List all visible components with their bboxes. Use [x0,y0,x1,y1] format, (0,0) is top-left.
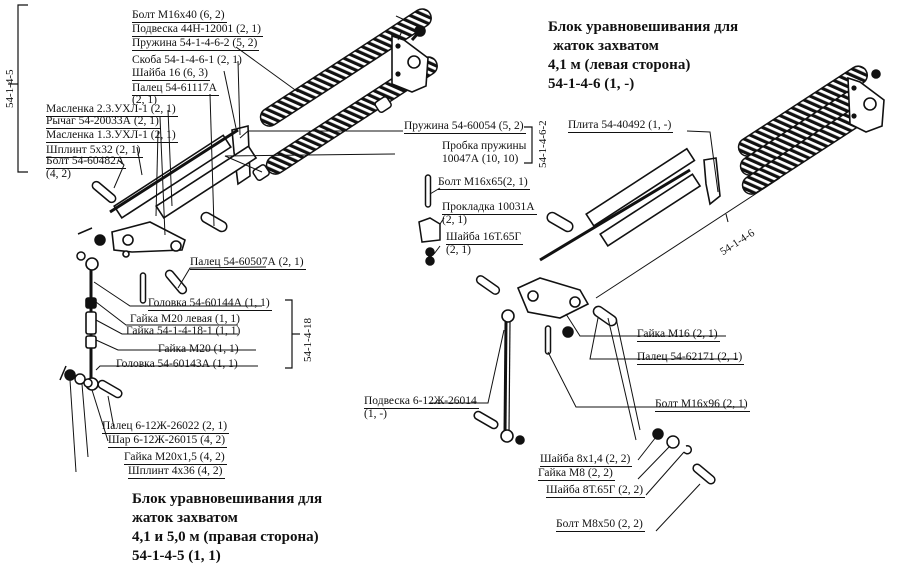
title-line-3: 4,1 м (левая сторона) [548,57,691,73]
label-gaika-m16: Гайка М16 (2, 1) [637,328,720,342]
label-palec-61117a-qty: (2, 1) [132,94,157,106]
suspension-plate-left [391,34,429,93]
plate-54-40492-part [703,157,721,206]
label-gaika-m20: Гайка М20 (1, 1) [158,343,239,355]
label-shplint-4x36: Шплинт 4х36 (4, 2) [128,465,225,479]
turnbuckle-rod [85,257,99,391]
group-label-54-1-4-18: 54-1-4-18 [302,318,314,362]
label-shaiba-16t: Шайба 16Т.65Г [446,231,524,245]
spring-plug-left [252,96,392,181]
label-shplint-5x32: Шплинт 5х32 (2, 1) [46,144,143,158]
label-gaika-m20-levaya: Гайка М20 левая (1, 1) [130,313,240,325]
label-bolt-m16x40: Болт М16х40 (6, 2) [132,9,227,23]
label-rychag: Рычаг 54-20033А (2, 1) [46,115,161,129]
title-line-2: жаток захватом [132,510,238,526]
label-palec-26022: Палец 6-12Ж-26022 (2, 1) [102,420,230,434]
label-podveska-26014-qty: (1, -) [364,408,387,420]
label-podveska-44n-12001: Подвеска 44Н-12001 (2, 1) [132,23,263,37]
label-skoba: Скоба 54-1-4-6-1 (2, 1) [132,54,242,66]
label-palec-61117a: Палец 54-61117А [132,82,219,96]
title-right-side-block: Блок уравновешивания для жаток захватом … [132,490,322,566]
lever-assembly-right [516,147,702,319]
title-line-1: Блок уравновешивания для [548,19,739,35]
label-palec-60507a: Палец 54-60507А (2, 1) [190,256,306,270]
small-parts-left [76,227,106,261]
label-maslenka-2-3: Масленка 2.3.УХЛ-1 (2, 1) [46,103,178,117]
label-pruzhina-60054: Пружина 54-60054 (5, 2) [404,120,526,134]
label-prokladka-qty: (2, 1) [442,214,467,226]
label-bolt-60482a: Болт 54-60482А [46,155,127,169]
pins-left [91,180,228,304]
lever-assembly-left [109,124,258,258]
title-line-4: 54-1-4-5 (1, 1) [132,548,221,564]
label-probka: Пробка пружины [442,140,527,152]
label-palec-62171: Палец 54-62171 (2, 1) [637,351,745,365]
leader-lines-right [429,130,745,532]
label-plita: Плита 54-40492 (1, -) [568,119,674,133]
spring-upper-left [259,8,432,127]
title-line-4: 54-1-4-6 (1, -) [548,76,635,92]
suspension-plate-right [847,69,885,133]
dimension-line-54-1-4-6 [595,177,781,299]
bolt-m16x40-part [410,25,426,41]
label-shaiba-16t-qty: (2, 1) [446,244,471,256]
leader-lines-left [69,15,419,473]
label-bolt-m16x96: Болт М16х96 (2, 1) [655,398,750,412]
shim-and-washers-right [418,217,574,338]
label-probka-code: 10047А (10, 10) [442,153,519,165]
label-gaika-m8: Гайка М8 (2, 2) [538,467,615,481]
small-fasteners-right [652,428,716,485]
label-pruzhina-54-1-4-6-2: Пружина 54-1-4-6-2 (5, 2) [132,37,260,51]
label-bolt-m16x65: Болт М16х65(2, 1) [438,176,530,190]
title-line-3: 4,1 и 5,0 м (правая сторона) [132,529,319,545]
suspension-rod-right [473,309,525,445]
label-bolt-m8x50: Болт М8х50 (2, 2) [556,518,645,532]
label-golovka-60143a: Головка 54-60143А (1, 1) [116,358,238,370]
group-label-54-1-4-6-2: 54-1-4-6-2 [537,120,549,168]
label-podveska-26014: Подвеска 6-12Ж-26014 [364,395,479,409]
label-prokladka: Прокладка 10031А [442,201,537,215]
title-line-1: Блок уравновешивания для [132,491,323,507]
label-shaiba-8t-65g: Шайба 8Т.65Г (2, 2) [546,484,646,498]
title-line-2: жаток захватом [553,38,659,54]
group-bracket-54-1-4-6-2 [524,126,533,164]
label-shar-26015: Шар 6-12Ж-26015 (4, 2) [108,434,228,448]
title-left-side-block: Блок уравновешивания для жаток захватом … [548,18,738,94]
label-gaika-54-1-4-18-1: Гайка 54-1-4-18-1 (1, 1) [126,325,241,337]
group-bracket-54-1-4-5 [8,4,28,173]
label-bolt-60482a-qty: (4, 2) [46,168,71,180]
label-golovka-60144a: Головка 54-60144А (1, 1) [148,297,272,311]
group-bracket-54-1-4-18 [285,299,300,369]
label-maslenka-1-3: Масленка 1.3.УХЛ-1 (2, 1) [46,129,178,143]
label-shaiba-8x1-4: Шайба 8х1,4 (2, 2) [540,453,633,467]
label-shaiba-16: Шайба 16 (6, 3) [132,67,210,81]
group-label-54-1-4-5: 54-1-4-5 [4,69,16,109]
label-gaika-m20x1-5: Гайка М20х1,5 (4, 2) [124,451,227,465]
pins-right [424,174,618,355]
